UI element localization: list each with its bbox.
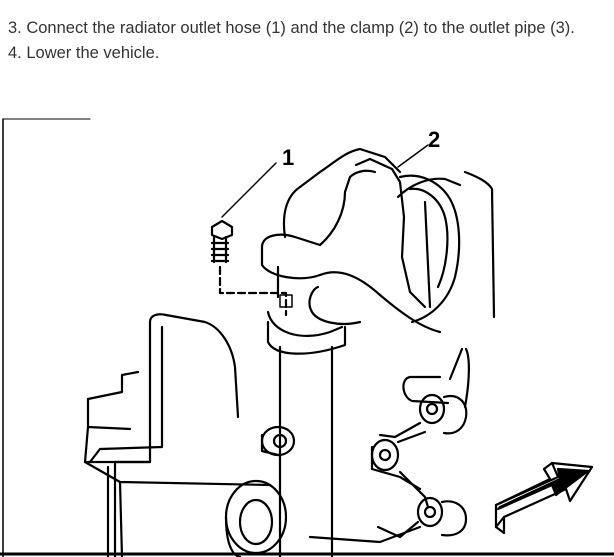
mount-bracket [308,347,470,544]
instruction-steps: 3. Connect the radiator outlet hose (1) … [8,16,575,66]
hose-clamp [398,174,461,324]
leader-line-1 [221,162,277,218]
bolt [210,162,293,317]
callout-label-clamp: 2 [428,127,440,152]
outlet-pipe [224,310,347,557]
front-direction-arrow [494,461,594,535]
engine-bracket [83,313,272,557]
radiator-outlet-hose [260,147,496,334]
callout-label-hose: 1 [282,145,294,170]
step-4-text: 4. Lower the vehicle. [8,44,160,62]
line-drawing: 1 2 [0,118,614,557]
step-3-text: 3. Connect the radiator outlet hose (1) … [8,19,575,37]
leader-line-2 [397,144,429,168]
radiator-hose-illustration: 1 2 [0,117,614,557]
bracket-boss [260,425,296,457]
